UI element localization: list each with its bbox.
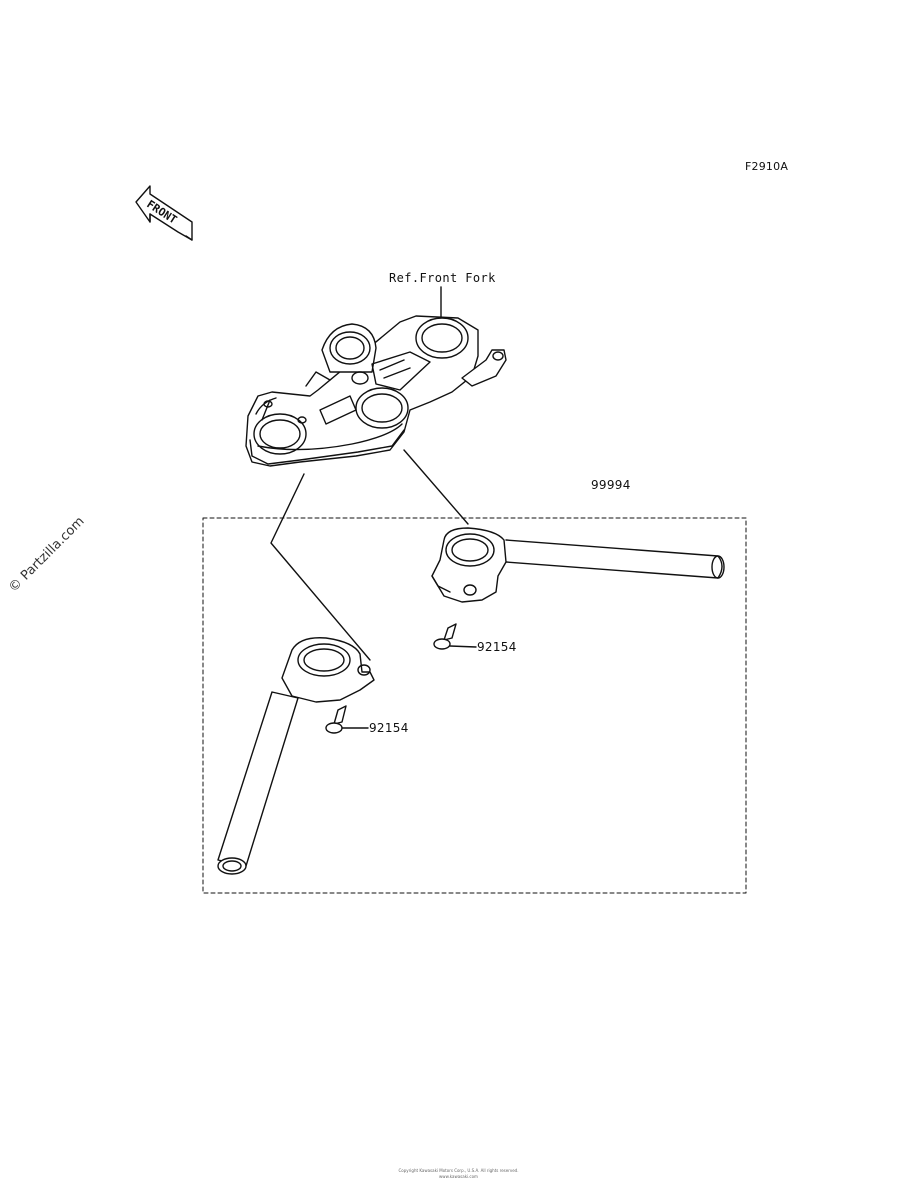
- diagram-code: F2910A: [745, 160, 789, 173]
- right-bolt-icon: [433, 623, 477, 650]
- footer: Copyright Kawasaki Motors Corp., U.S.A. …: [0, 1168, 917, 1180]
- left-bolt-icon: [325, 705, 369, 734]
- ref-front-fork-label: Ref.Front Fork: [389, 271, 496, 285]
- kit-box: [202, 517, 747, 894]
- bolt-part-number-left: 92154: [369, 721, 409, 735]
- front-arrow-icon: FRONT: [135, 185, 193, 241]
- right-leader-line: [403, 449, 469, 525]
- right-handlebar: [431, 527, 725, 603]
- kit-part-number: 99994: [591, 478, 631, 492]
- triple-clamp: [245, 315, 507, 467]
- bolt-part-number-right: 92154: [477, 640, 517, 654]
- left-handlebar: [217, 637, 375, 875]
- left-leader-line: [270, 473, 371, 661]
- footer-line-2: www.kawasaki.com: [439, 1174, 478, 1179]
- footer-line-1: Copyright Kawasaki Motors Corp., U.S.A. …: [398, 1168, 519, 1173]
